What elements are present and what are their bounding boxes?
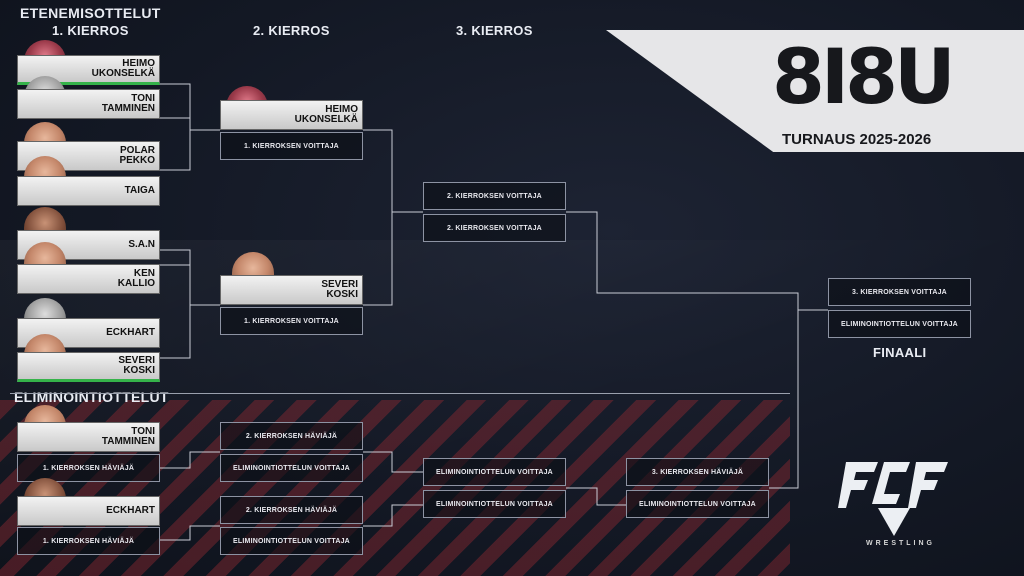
wrestler-name: SEVERI xyxy=(321,279,358,290)
tournament-logo: 8I8U xyxy=(772,32,956,121)
wrestler-name: HEIMO xyxy=(325,104,358,115)
wrestler-name: KALLIO xyxy=(117,278,155,289)
org-wordmark: WRESTLING xyxy=(866,540,935,547)
wrestler-name: KEN xyxy=(133,268,155,279)
wrestler-name: TONI xyxy=(131,93,155,104)
wrestler-name: UKONSELKÄ xyxy=(91,68,155,79)
advancement-heading: ETENEMISOTTELUT xyxy=(20,5,161,21)
elimination-heading: ELIMINOINTIOTTELUT xyxy=(14,389,169,405)
bracket-slot: ELIMINOINTIOTTELUN VOITTAJA xyxy=(423,490,566,518)
round3-heading: 3. KIERROS xyxy=(456,23,533,38)
wrestler-name: KOSKI xyxy=(326,289,358,300)
wrestler-card: TAIGA xyxy=(17,176,160,206)
wrestler-name: TAMMINEN xyxy=(101,103,155,114)
bracket-slot: 3. KIERROKSEN HÄVIÄJÄ xyxy=(626,458,769,486)
wrestler-name: UKONSELKÄ xyxy=(294,114,358,125)
bracket-slot: ELIMINOINTIOTTELUN VOITTAJA xyxy=(626,490,769,518)
wrestler-name: ECKHART xyxy=(106,327,155,338)
bracket-slot: 2. KIERROKSEN VOITTAJA xyxy=(423,214,566,242)
wrestler-name: S.A.N xyxy=(128,239,155,250)
bracket-slot: 1. KIERROKSEN VOITTAJA xyxy=(220,132,363,160)
fcf-logo-icon xyxy=(838,462,948,536)
wrestler-card: ECKHART xyxy=(17,496,160,526)
bracket-slot: 2. KIERROKSEN HÄVIÄJÄ xyxy=(220,422,363,450)
final-heading: FINAALI xyxy=(873,345,927,360)
wrestler-name: KOSKI xyxy=(123,365,155,376)
bracket-slot: 2. KIERROKSEN HÄVIÄJÄ xyxy=(220,496,363,524)
bracket-slot: ELIMINOINTIOTTELUN VOITTAJA xyxy=(220,527,363,555)
wrestler-name: PEKKO xyxy=(119,155,155,166)
round2-heading: 2. KIERROS xyxy=(253,23,330,38)
wrestler-name: TAMMINEN xyxy=(101,436,155,447)
section-divider xyxy=(10,393,790,394)
bracket-slot: ELIMINOINTIOTTELUN VOITTAJA xyxy=(220,454,363,482)
wrestler-name: ECKHART xyxy=(106,505,155,516)
bracket-slot: 1. KIERROKSEN HÄVIÄJÄ xyxy=(17,527,160,555)
round1-heading: 1. KIERROS xyxy=(52,23,129,38)
wrestler-name: TAIGA xyxy=(124,185,155,196)
bracket-slot: 1. KIERROKSEN HÄVIÄJÄ xyxy=(17,454,160,482)
bracket-slot: 1. KIERROKSEN VOITTAJA xyxy=(220,307,363,335)
wrestler-name: HEIMO xyxy=(122,58,155,69)
wrestler-name: SEVERI xyxy=(118,355,155,366)
wrestler-name: POLAR xyxy=(120,145,155,156)
bracket-slot: 2. KIERROKSEN VOITTAJA xyxy=(423,182,566,210)
bracket-slot: ELIMINOINTIOTTELUN VOITTAJA xyxy=(423,458,566,486)
final-slot: 3. KIERROKSEN VOITTAJA xyxy=(828,278,971,306)
tournament-subtitle: TURNAUS 2025-2026 xyxy=(782,131,932,148)
wrestler-name: TONI xyxy=(131,426,155,437)
final-slot: ELIMINOINTIOTTELUN VOITTAJA xyxy=(828,310,971,338)
